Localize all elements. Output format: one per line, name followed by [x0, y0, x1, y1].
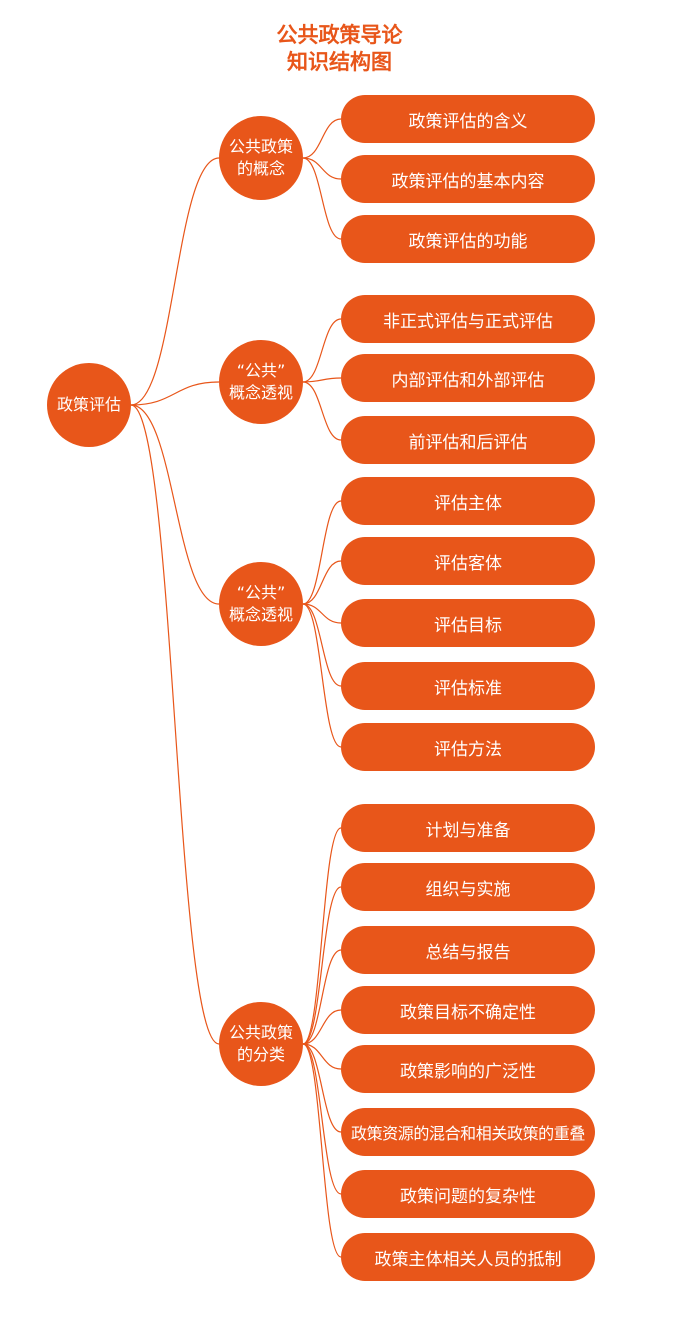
leaf-node[interactable]: 组织与实施: [341, 863, 595, 911]
connector-line: [302, 603, 342, 624]
connector-line: [130, 381, 220, 406]
connector-line: [302, 560, 342, 605]
connector-line: [302, 603, 342, 687]
connector-line: [302, 886, 342, 1045]
root-node[interactable]: 政策评估: [47, 363, 131, 447]
connector-line: [302, 1043, 342, 1070]
leaf-node[interactable]: 政策资源的混合和相关政策的重叠: [341, 1108, 595, 1156]
connector-line: [302, 500, 342, 605]
connector-line: [130, 157, 220, 406]
connector-line: [302, 381, 342, 441]
leaf-node[interactable]: 政策评估的功能: [341, 215, 595, 263]
leaf-node[interactable]: 政策评估的基本内容: [341, 155, 595, 203]
connector-line: [302, 157, 342, 180]
branch-node-concept[interactable]: 公共政策 的概念: [219, 116, 303, 200]
leaf-node[interactable]: 评估客体: [341, 537, 595, 585]
branch-node-public-perspective-1[interactable]: “公共” 概念透视: [219, 340, 303, 424]
leaf-node[interactable]: 非正式评估与正式评估: [341, 295, 595, 343]
leaf-node[interactable]: 政策主体相关人员的抵制: [341, 1233, 595, 1281]
leaf-node[interactable]: 计划与准备: [341, 804, 595, 852]
leaf-node[interactable]: 政策评估的含义: [341, 95, 595, 143]
leaf-node[interactable]: 评估主体: [341, 477, 595, 525]
leaf-node[interactable]: 评估标准: [341, 662, 595, 710]
connector-line: [302, 157, 342, 240]
connector-line: [302, 1009, 342, 1045]
connector-line: [302, 1043, 342, 1133]
leaf-node[interactable]: 评估方法: [341, 723, 595, 771]
connector-line: [302, 949, 342, 1045]
connector-line: [130, 404, 220, 605]
connector-line: [302, 118, 342, 159]
page-title-line-2: 知识结构图: [287, 50, 392, 74]
branch-node-public-perspective-2[interactable]: “公共” 概念透视: [219, 562, 303, 646]
leaf-node[interactable]: 前评估和后评估: [341, 416, 595, 464]
connector-line: [302, 1043, 342, 1195]
connector-line: [302, 603, 342, 748]
page-title-line-1: 公共政策导论: [276, 23, 403, 47]
leaf-node[interactable]: 总结与报告: [341, 926, 595, 974]
connector-line: [302, 827, 342, 1045]
connector-line: [302, 377, 342, 383]
leaf-node[interactable]: 政策影响的广泛性: [341, 1045, 595, 1093]
leaf-node[interactable]: 政策目标不确定性: [341, 986, 595, 1034]
connector-line: [302, 1043, 342, 1258]
leaf-node[interactable]: 政策问题的复杂性: [341, 1170, 595, 1218]
connector-line: [302, 318, 342, 383]
leaf-node[interactable]: 评估目标: [341, 599, 595, 647]
connector-line: [130, 404, 220, 1045]
branch-node-classification[interactable]: 公共政策 的分类: [219, 1002, 303, 1086]
leaf-node[interactable]: 内部评估和外部评估: [341, 354, 595, 402]
